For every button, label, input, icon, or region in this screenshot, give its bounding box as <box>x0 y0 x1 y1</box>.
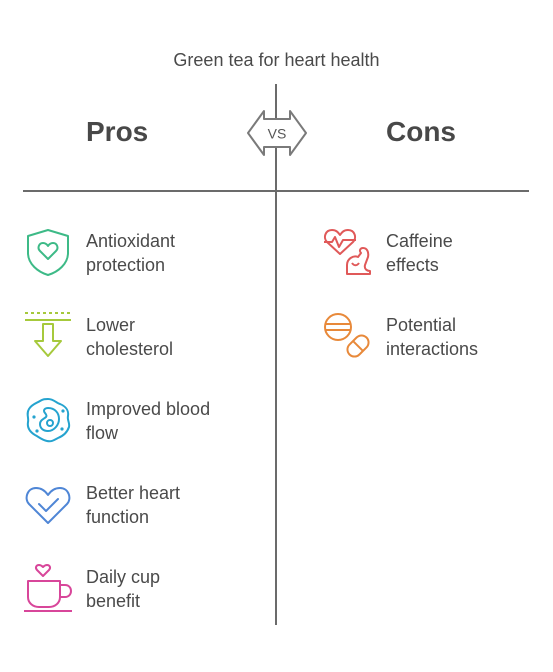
heart-check-icon <box>23 481 73 531</box>
pros-item-line: Daily cup <box>86 567 161 587</box>
cons-item-line: effects <box>386 255 439 275</box>
pros-item-cholesterol: Lower cholesterol <box>86 313 173 361</box>
pros-item-blood-flow: Improved blood flow <box>86 397 210 445</box>
pros-item-line: flow <box>86 423 119 443</box>
vs-label: VS <box>268 126 287 142</box>
pros-item-line: function <box>86 507 150 527</box>
pros-item-antioxidant: Antioxidant protection <box>86 229 175 277</box>
vs-double-arrow-icon: VS <box>247 110 307 156</box>
cons-item-line: interactions <box>386 339 479 359</box>
pros-item-line: cholesterol <box>86 339 174 359</box>
pros-item-line: Improved blood <box>86 399 211 419</box>
cell-icon <box>23 395 73 445</box>
pros-item-line: Antioxidant <box>86 231 176 251</box>
diagram-title: Green tea for heart health <box>173 50 380 70</box>
cons-item-line: Caffeine <box>386 231 453 251</box>
pros-item-heart-function: Better heart function <box>86 481 180 529</box>
down-arrow-icon <box>23 311 73 361</box>
cup-heart-icon <box>23 563 73 613</box>
pills-icon <box>323 311 373 361</box>
cons-item-caffeine: Caffeine effects <box>386 229 453 277</box>
pros-item-line: benefit <box>86 591 141 611</box>
cons-heading: Cons <box>386 116 456 147</box>
heart-rate-arm-icon <box>323 227 373 277</box>
vs-badge: VS <box>246 108 308 158</box>
cons-item-line: Potential <box>386 315 457 335</box>
header-divider <box>23 190 529 192</box>
pros-heading: Pros <box>86 116 149 147</box>
pros-item-line: protection <box>86 255 166 275</box>
pros-item-line: Better heart <box>86 483 181 503</box>
pros-item-line: Lower <box>86 315 136 335</box>
center-divider <box>275 84 277 625</box>
pros-item-daily-cup: Daily cup benefit <box>86 565 160 613</box>
heart-shield-icon <box>23 227 73 277</box>
cons-item-interactions: Potential interactions <box>386 313 478 361</box>
